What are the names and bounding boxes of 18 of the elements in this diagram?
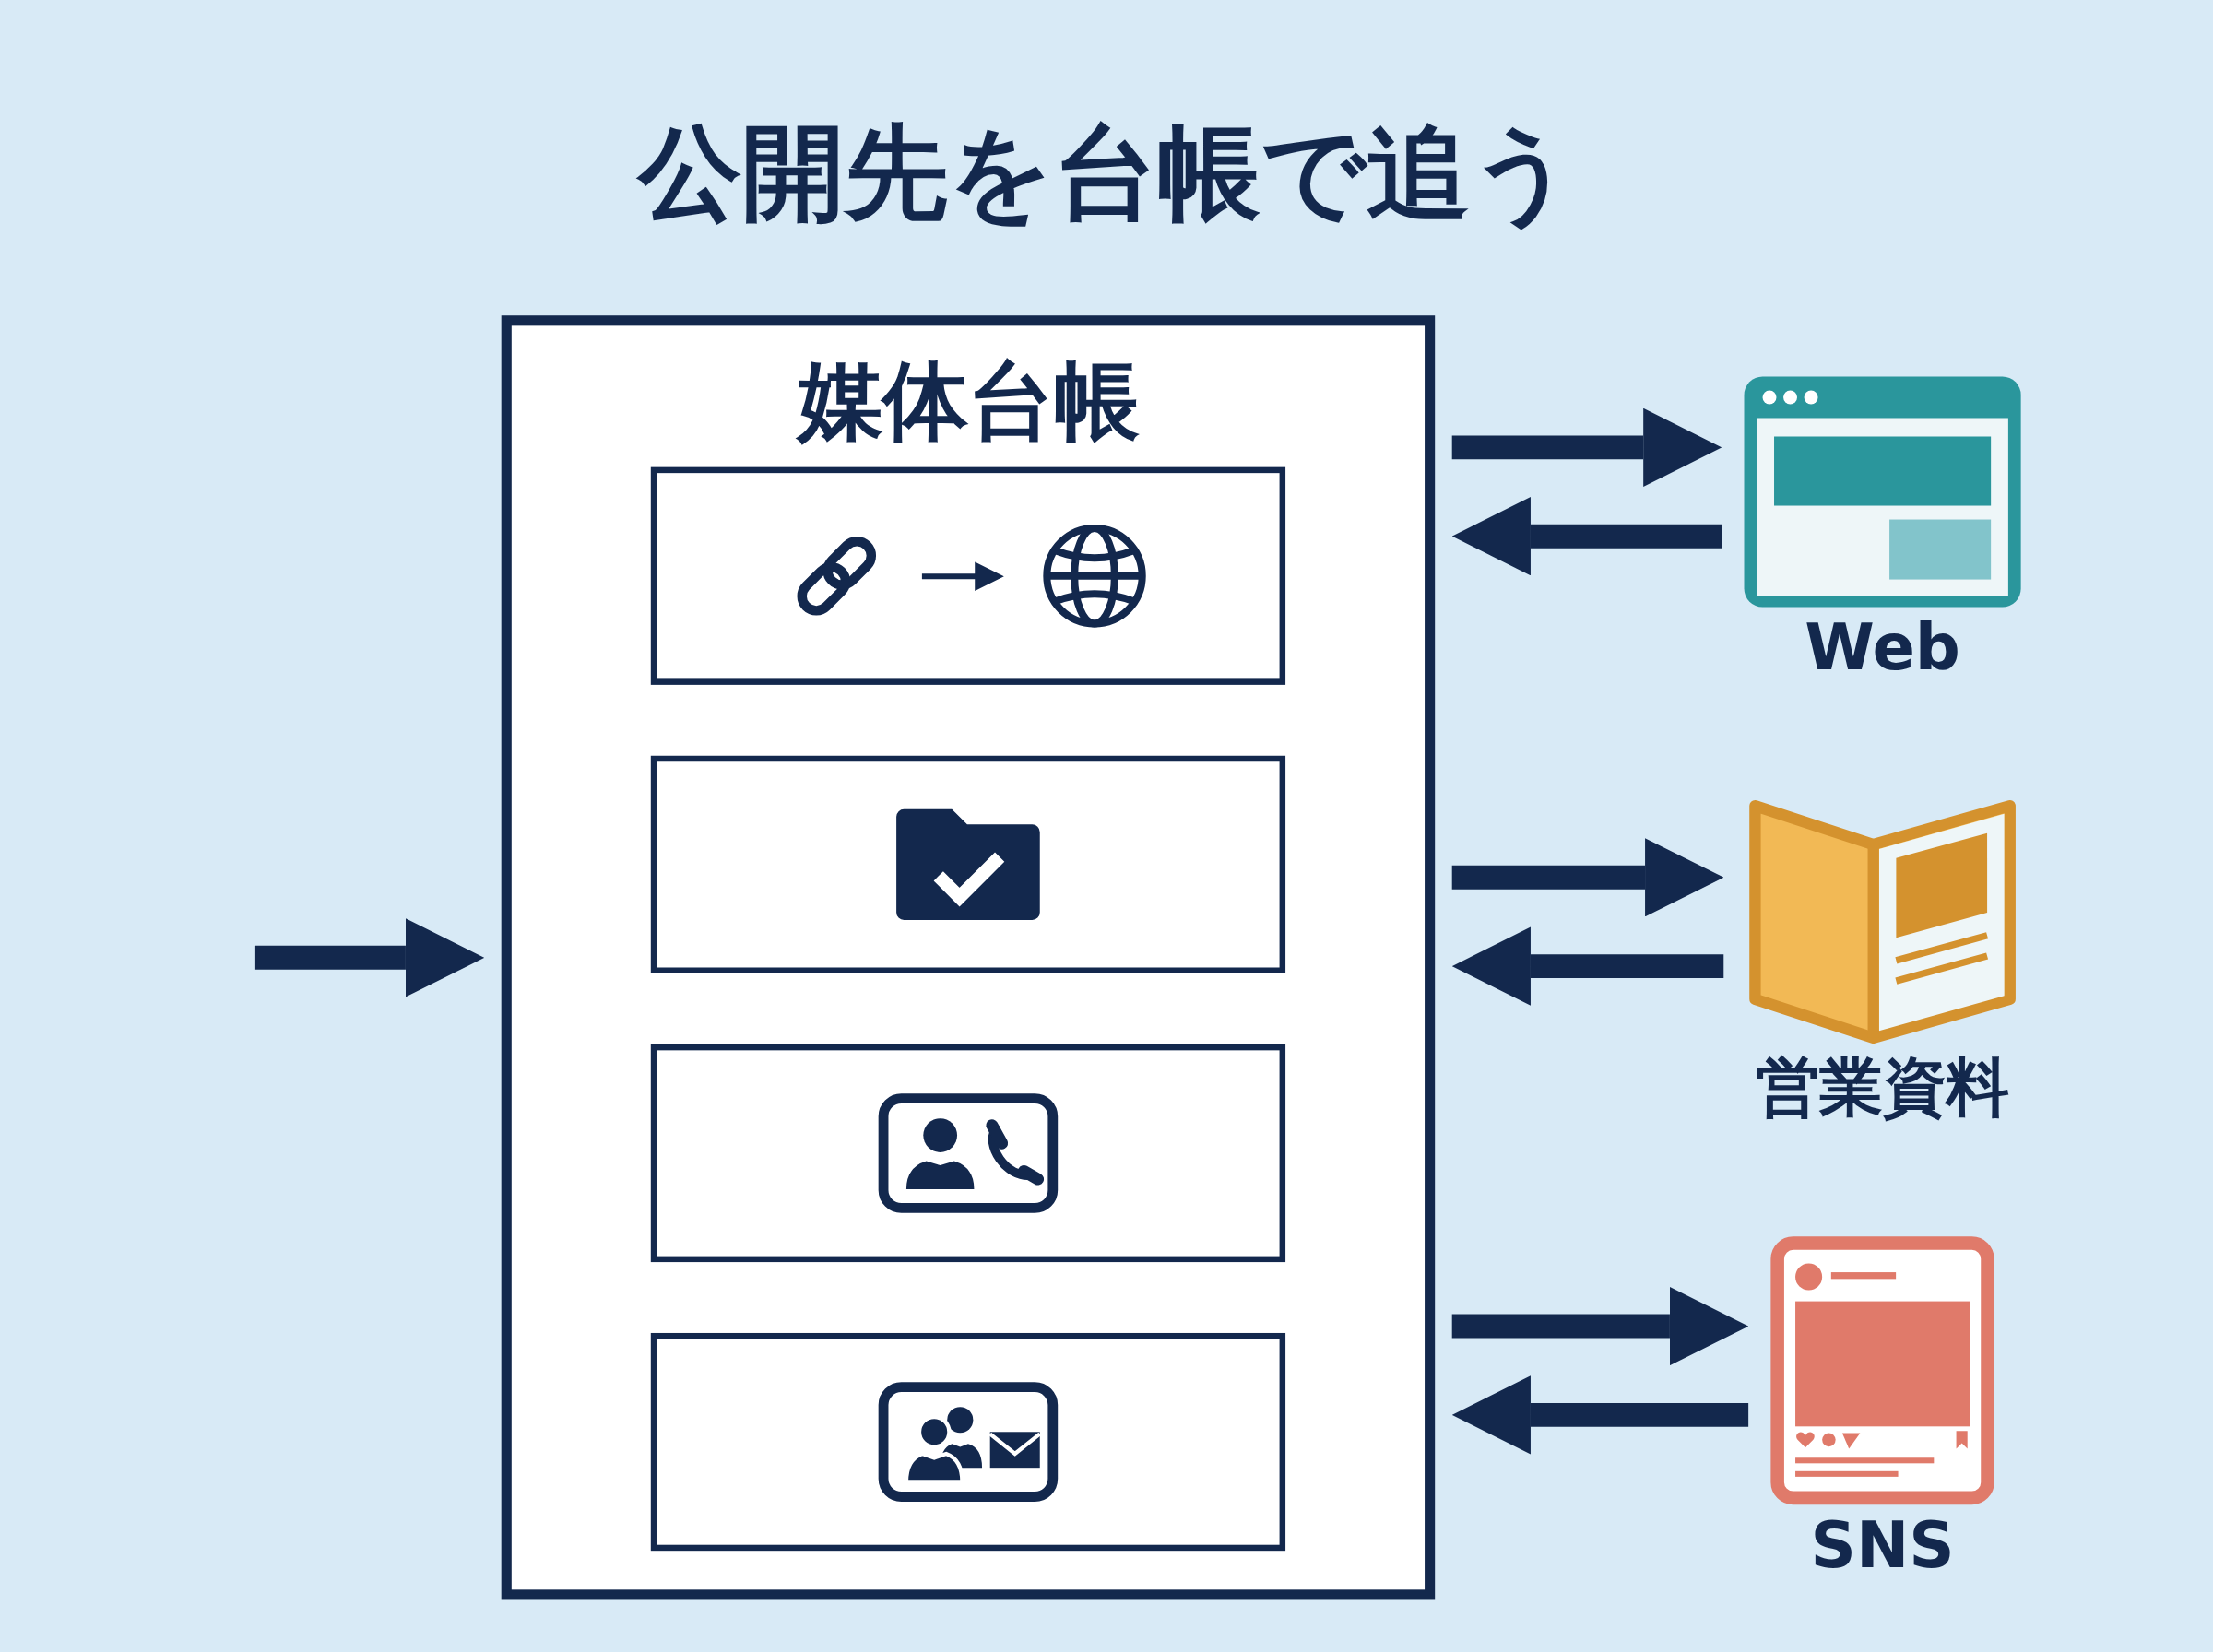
social-post-icon (1770, 1236, 1994, 1505)
arrow (1451, 407, 1722, 487)
arrow (1451, 926, 1724, 1006)
group-title: 媒体台帳 (797, 351, 1140, 452)
node-label: Web (1805, 610, 1960, 684)
arrow (1451, 497, 1722, 576)
ledger-row (650, 755, 1286, 974)
node-label: 営業資料 (1756, 1050, 2009, 1124)
arrow (1451, 1375, 1749, 1455)
arrow (254, 918, 485, 997)
arrow (1451, 838, 1724, 917)
browser-window-icon (1744, 376, 2021, 608)
ledger-row (650, 1332, 1286, 1552)
diagram-title: 公開先を台帳で追う (637, 112, 1576, 234)
node-label: SNS (1810, 1507, 1955, 1582)
arrow (1451, 1286, 1749, 1366)
ledger-row (650, 1044, 1286, 1263)
ledger-row (650, 466, 1286, 685)
